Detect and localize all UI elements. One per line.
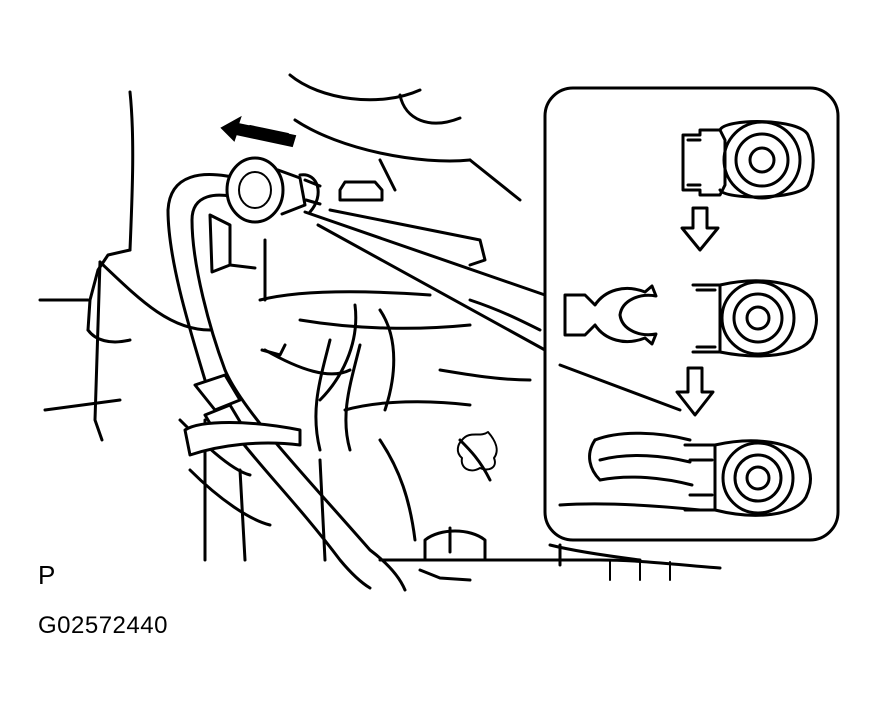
engine-background — [38, 73, 722, 582]
connector-step-3 — [683, 439, 812, 517]
step-arrow-1 — [680, 206, 720, 252]
fuel-hose — [166, 173, 407, 592]
pull-direction-arrow — [220, 115, 297, 148]
figure-code: G02572440 — [38, 612, 168, 639]
connector-step-1 — [681, 120, 815, 200]
view-label: P — [38, 560, 56, 590]
connector-step-2 — [563, 279, 818, 358]
step-arrow-2 — [675, 366, 715, 417]
inset-detail-panel — [543, 86, 840, 542]
quick-connector — [225, 156, 547, 352]
